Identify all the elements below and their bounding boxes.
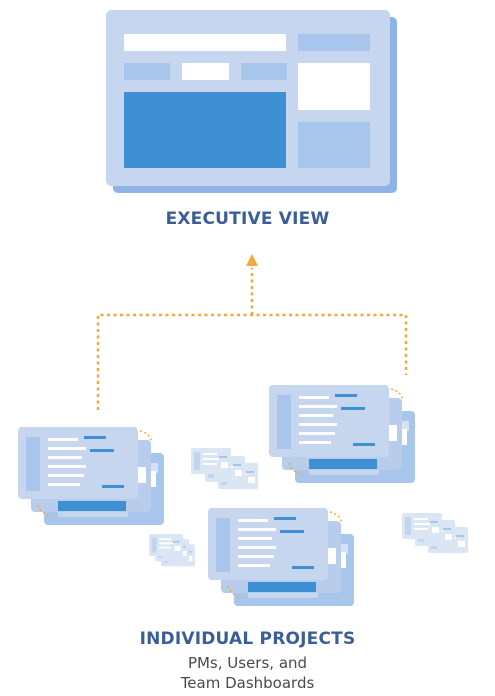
executive-dashboard-icon bbox=[106, 10, 397, 193]
arrow-up-icon bbox=[246, 254, 258, 266]
project-dashboard-cluster-right bbox=[269, 385, 415, 483]
small-dashboard-icon-a bbox=[191, 448, 258, 489]
projects-subtitle-line1: PMs, Users, and bbox=[187, 654, 308, 672]
small-dashboard-icon-b bbox=[402, 513, 468, 553]
projects-subtitle-line2: Team Dashboards bbox=[180, 674, 315, 692]
project-dashboard-cluster-left bbox=[18, 427, 164, 525]
executive-view-label: EXECUTIVE VIEW bbox=[165, 209, 330, 229]
small-dashboard-icon-c bbox=[149, 534, 195, 567]
project-dashboard-cluster-center bbox=[208, 508, 354, 606]
connector-lines bbox=[96, 268, 408, 410]
individual-projects-label: INDIVIDUAL PROJECTS bbox=[139, 629, 356, 649]
